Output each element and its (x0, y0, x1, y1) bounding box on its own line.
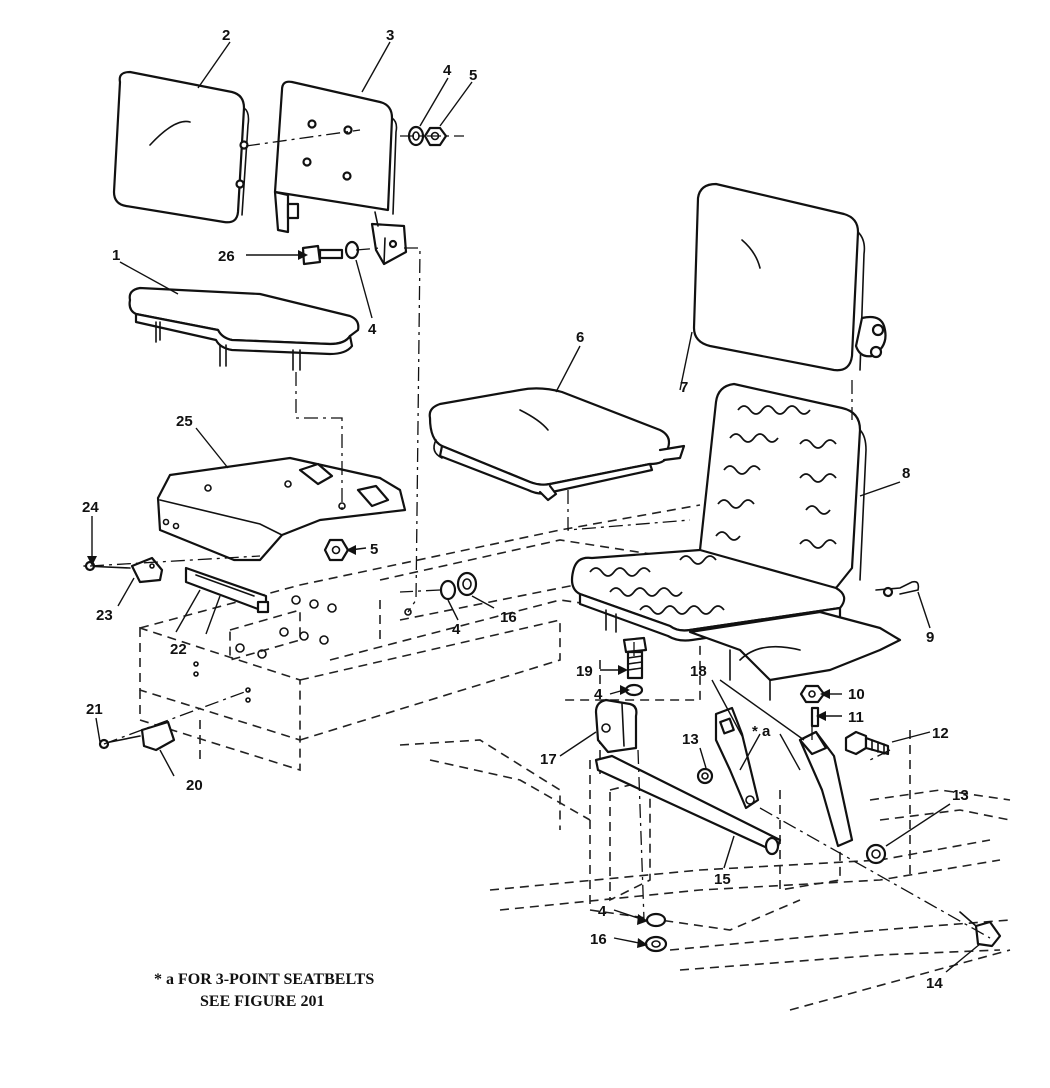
assembly-lines (89, 129, 991, 939)
callout-25: 25 (176, 413, 193, 430)
callout-6: 6 (576, 329, 584, 346)
callout-star-a: * a (752, 723, 771, 740)
callout-10: 10 (848, 686, 865, 703)
callout-1: 1 (112, 247, 120, 264)
washer-nut-top (407, 125, 448, 147)
nut-5-lower (323, 538, 350, 562)
callout-9: 9 (926, 629, 934, 646)
callout-20: 20 (186, 777, 203, 794)
callout-5: 5 (370, 541, 378, 558)
callout-13: 13 (682, 731, 699, 748)
bolt-12 (844, 730, 890, 756)
callout-24: 24 (82, 499, 99, 516)
callout-4: 4 (598, 903, 607, 920)
callout-23: 23 (96, 607, 113, 624)
callout-2: 2 (222, 27, 230, 44)
seatbelt-buckle-18 (714, 706, 854, 848)
right-seat-cushion (428, 387, 686, 502)
bolt-19 (622, 636, 648, 697)
pin-21 (98, 735, 141, 750)
left-back-cushion (112, 70, 250, 224)
clip-9 (875, 580, 920, 598)
bracket-20 (140, 720, 176, 752)
left-seat-cushion (128, 286, 360, 371)
nut-13-right (865, 843, 887, 865)
washers-4-16-bottom (644, 912, 668, 953)
callout-21: 21 (86, 701, 103, 718)
callout-4: 4 (594, 686, 603, 703)
bolt-14 (959, 911, 1002, 948)
right-seat-frame (570, 382, 902, 701)
note-line-1: * a FOR 3-POINT SEATBELTS (154, 971, 374, 988)
washers-4-16-middle (439, 571, 478, 601)
base-holes (193, 595, 412, 703)
callout-15: 15 (714, 871, 731, 888)
callout-8: 8 (902, 465, 910, 482)
callout-11: 11 (848, 709, 864, 726)
bracket-23 (130, 556, 164, 584)
shaft-15 (594, 754, 782, 856)
callout-leaders (87, 41, 981, 973)
callout-4: 4 (368, 321, 377, 338)
rails-22 (184, 566, 270, 614)
bolt-26 (301, 240, 360, 266)
callout-16: 16 (500, 609, 517, 626)
callout-13: 13 (952, 787, 969, 804)
pin-11 (810, 706, 820, 728)
callout-16: 16 (590, 931, 607, 948)
callout-12: 12 (932, 725, 949, 742)
callout-14: 14 (926, 975, 943, 992)
callout-7: 7 (680, 379, 688, 396)
callout-5: 5 (469, 67, 477, 84)
callout-19: 19 (576, 663, 593, 680)
note: * a FOR 3-POINT SEATBELTS SEE FIGURE 201 (154, 971, 374, 1010)
callout-22: 22 (170, 641, 187, 658)
callout-4: 4 (452, 621, 461, 638)
bracket-17 (594, 698, 638, 754)
note-line-2: SEE FIGURE 201 (200, 993, 324, 1010)
callout-26: 26 (218, 248, 235, 265)
callout-18: 18 (690, 663, 707, 680)
left-seat-base (156, 456, 407, 562)
callout-4: 4 (443, 62, 452, 79)
nut-13-left (696, 767, 714, 785)
callout-3: 3 (386, 27, 394, 44)
callout-17: 17 (540, 751, 557, 768)
left-back-frame (273, 80, 408, 266)
right-back-cushion (692, 182, 887, 372)
nut-10 (799, 684, 826, 704)
callout-labels: 2 3 4 5 1 26 4 25 6 7 8 24 5 23 22 4 16 … (82, 27, 969, 992)
